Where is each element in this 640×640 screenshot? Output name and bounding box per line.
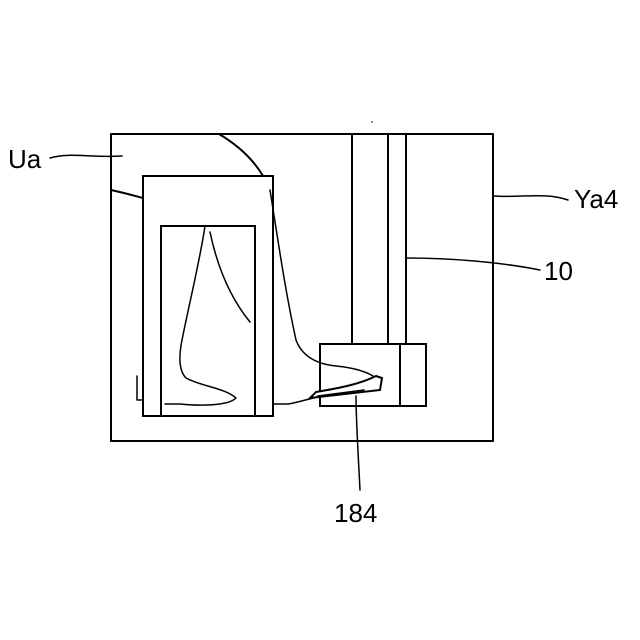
label-scene: Ya4 xyxy=(574,184,618,214)
leader-line-10 xyxy=(406,258,540,270)
foot-rest-box xyxy=(320,344,426,406)
chair-frame-inner xyxy=(161,226,255,416)
chair xyxy=(143,176,273,416)
stray-mark xyxy=(371,121,373,123)
foot-rest-unit xyxy=(320,344,426,406)
label-user: Ua xyxy=(8,144,42,174)
label-device: 10 xyxy=(544,256,573,286)
leader-line-ya4 xyxy=(493,196,568,200)
label-foot-part: 184 xyxy=(334,498,377,528)
user-thigh-curve xyxy=(111,190,143,198)
leader-line-184 xyxy=(356,396,360,490)
device-column xyxy=(352,134,406,344)
